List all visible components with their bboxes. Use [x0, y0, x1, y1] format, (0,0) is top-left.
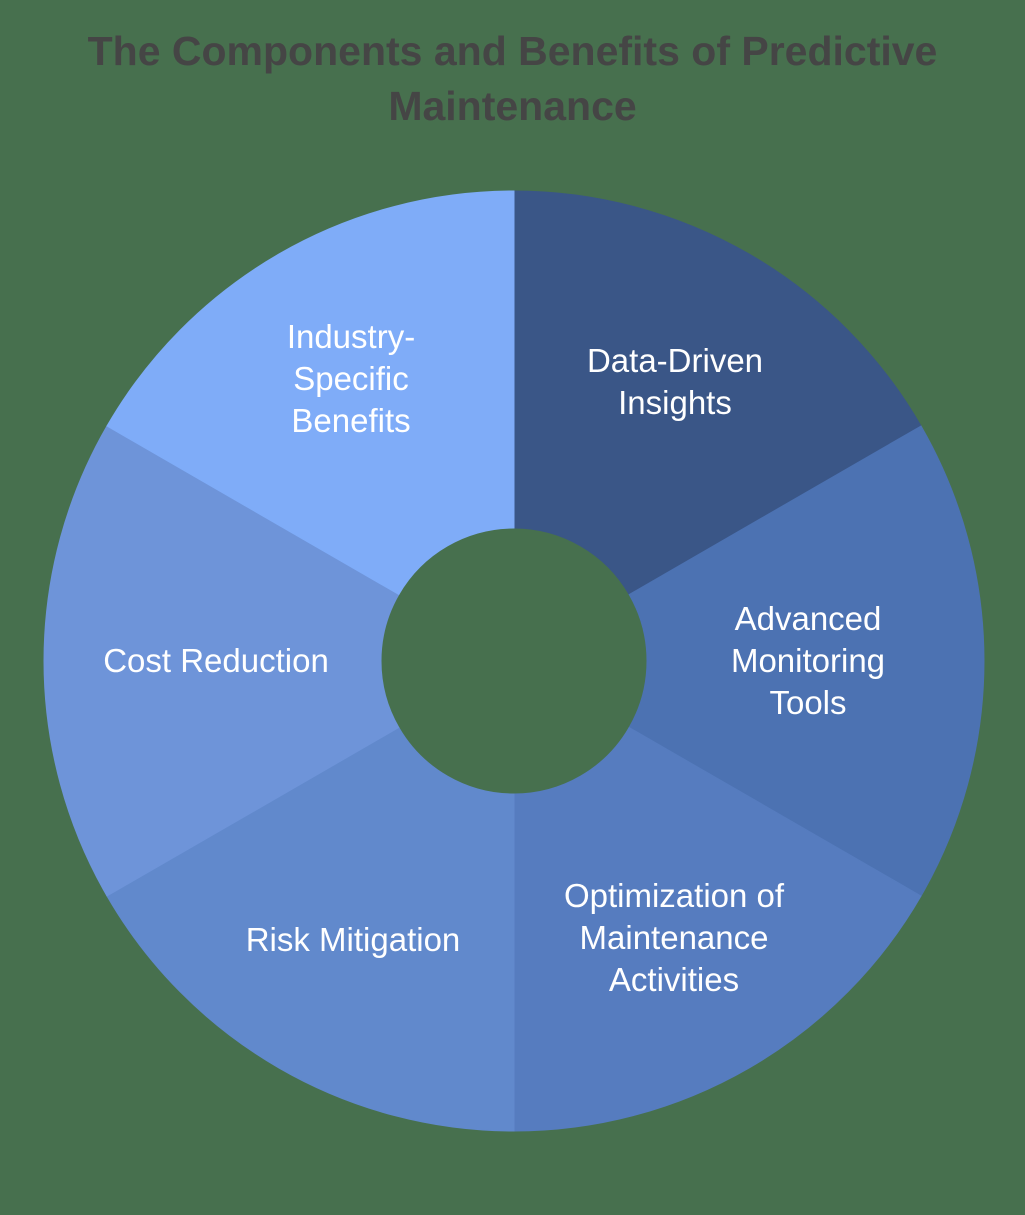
- chart-title: The Components and Benefits of Predictiv…: [87, 28, 938, 129]
- donut-segment-industry-specific-benefits: [106, 190, 515, 596]
- donut-segment-data-driven-insights: [513, 190, 922, 596]
- donut-segment-risk-mitigation: [106, 726, 515, 1132]
- donut-segment-optimization-of-maintenance-activities: [513, 726, 922, 1132]
